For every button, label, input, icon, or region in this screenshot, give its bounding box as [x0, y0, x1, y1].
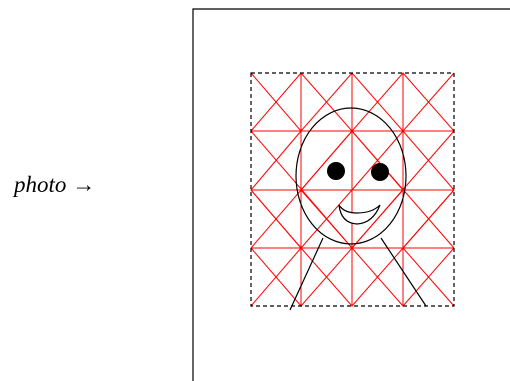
left-shoulder-line: [289, 237, 324, 311]
grid-diagonal: [300, 130, 404, 249]
right-eye: [371, 163, 389, 181]
pointer-label: photo→: [14, 172, 95, 198]
smile: [338, 204, 381, 225]
right-shoulder-line: [380, 237, 427, 307]
pointer-word: photo: [14, 172, 67, 197]
grid-diagonal: [300, 247, 404, 307]
head-outline: [295, 107, 407, 245]
face-figure: [289, 107, 427, 311]
crop-box: [250, 72, 455, 307]
left-eye: [327, 162, 345, 180]
photo-frame: [192, 8, 510, 381]
red-guide-grid: [250, 72, 455, 307]
right-arrow-icon: →: [72, 172, 96, 197]
